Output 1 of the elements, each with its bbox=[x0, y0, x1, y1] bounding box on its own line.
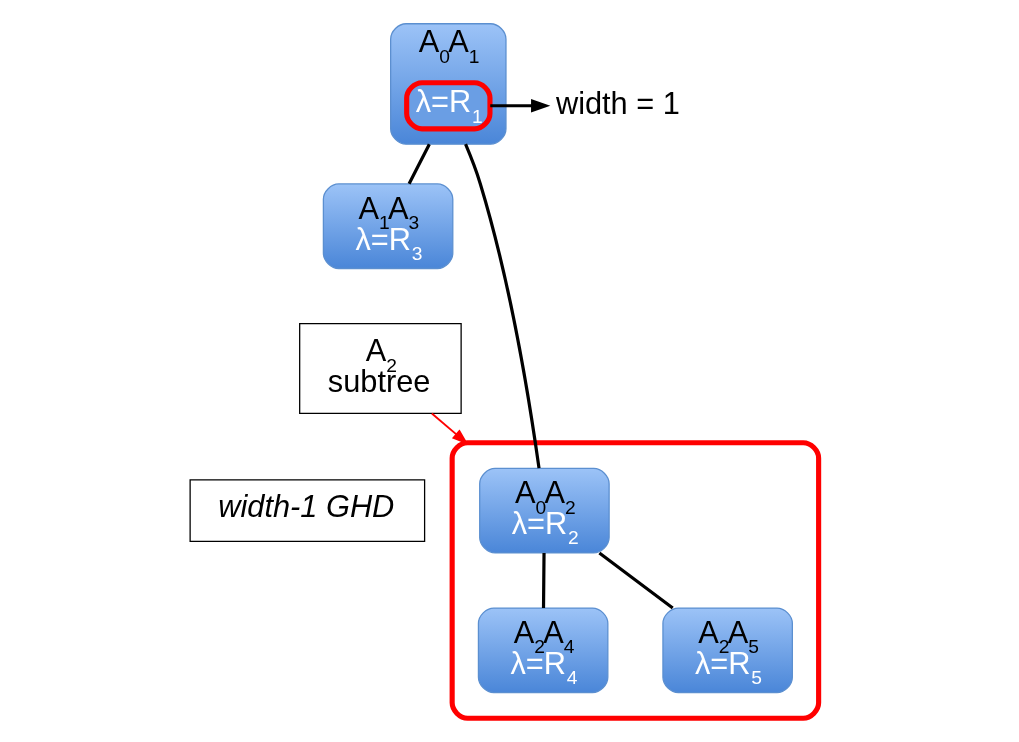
node-text: width = 1 bbox=[555, 85, 680, 121]
